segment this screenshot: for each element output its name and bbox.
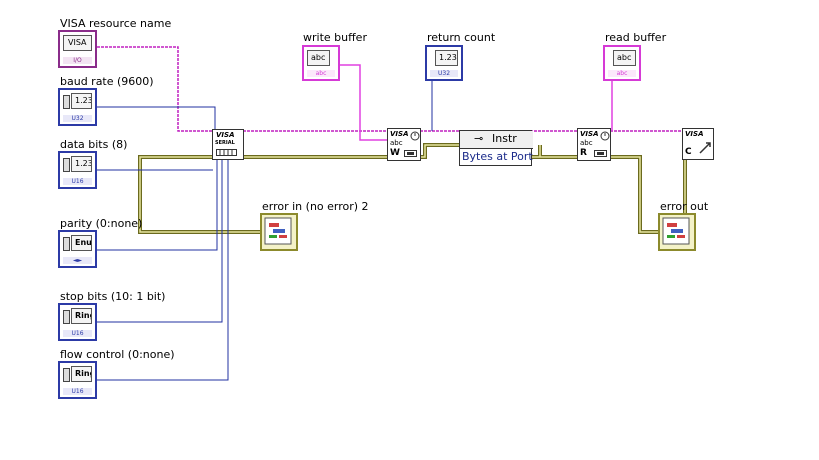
error-cluster-icon [662,217,690,245]
visa-close-node[interactable]: VISA C [682,128,714,160]
return-count-type: U32 [430,70,458,77]
data-bits-value: 1.23 [71,156,92,172]
parity-value: Enum [71,235,92,251]
data-bits-control[interactable]: 1.23 U16 [58,151,97,189]
visa-resource-type: I/O [63,57,92,64]
serial-port-icon [216,149,237,156]
port-icon [594,150,607,157]
write-buffer-value: abc [307,50,330,66]
visa-resource-wire [97,46,683,132]
bytes-at-port-property[interactable]: Bytes at Port [462,150,533,163]
error-in-label: error in (no error) 2 [262,200,369,213]
stop-bits-type: U16 [63,330,92,337]
read-buffer-type: abc [608,70,636,77]
numeric-wires [97,77,433,381]
stop-bits-label: stop bits (10: 1 bit) [60,290,166,303]
write-node-abc: abc [390,139,403,147]
flow-control-spinner[interactable] [63,368,70,382]
parity-type: ◄► [63,257,92,264]
read-buffer-value: abc [613,50,636,66]
write-buffer-label: write buffer [303,31,367,44]
property-node-header: ⊸ Instr [460,131,533,149]
data-bits-spinner[interactable] [63,158,70,172]
instr-property-node[interactable]: ⊸ Instr Bytes at Port [459,130,533,166]
flow-control-type: U16 [63,388,92,395]
close-node-title: VISA [685,130,704,138]
string-wires [338,64,613,141]
write-node-title: VISA [390,130,409,138]
key-icon: ⊸ [474,132,484,145]
property-node-class: Instr [492,132,517,145]
baud-rate-spinner[interactable] [63,95,70,109]
read-node-title: VISA [580,130,599,138]
visa-configure-serial-node[interactable]: VISA SERIAL [212,129,244,160]
baud-rate-value: 1.23 [71,93,92,109]
flow-control-label: flow control (0:none) [60,348,175,361]
visa-write-node[interactable]: VISA abc W [387,128,421,161]
visa-resource-control[interactable]: VISA I/O [58,30,97,68]
parity-control[interactable]: Enum ◄► [58,230,97,268]
serial-node-subtitle: SERIAL [215,140,235,146]
stop-bits-control[interactable]: Ring U16 [58,303,97,341]
write-node-letter: W [390,148,400,158]
return-count-indicator: 1.23 U32 [425,45,463,81]
serial-node-title: VISA [216,131,235,139]
flow-control-control[interactable]: Ring U16 [58,361,97,399]
read-buffer-label: read buffer [605,31,667,44]
read-node-abc: abc [580,139,593,147]
visa-read-node[interactable]: VISA abc R [577,128,611,161]
return-count-value: 1.23 [435,50,458,66]
clock-icon [410,131,420,141]
baud-rate-label: baud rate (9600) [60,75,154,88]
read-node-letter: R [580,148,587,158]
clock-icon [600,131,610,141]
data-bits-type: U16 [63,178,92,185]
visa-resource-value: VISA [63,35,92,51]
baud-rate-control[interactable]: 1.23 U32 [58,88,97,126]
error-out-indicator [658,213,696,251]
flow-control-value: Ring [71,366,92,382]
error-in-control[interactable] [260,213,298,251]
data-bits-label: data bits (8) [60,138,128,151]
close-node-letter: C [685,147,692,157]
visa-resource-label: VISA resource name [60,17,172,30]
write-buffer-control[interactable]: abc abc [302,45,340,81]
close-session-icon [699,142,711,154]
read-buffer-indicator: abc abc [603,45,641,81]
write-buffer-type: abc [307,70,335,77]
return-count-label: return count [427,31,496,44]
error-out-label: error out [660,200,709,213]
error-wire [138,143,687,234]
baud-rate-type: U32 [63,115,92,122]
error-cluster-icon [264,217,292,245]
parity-spinner[interactable] [63,237,70,251]
parity-label: parity (0:none) [60,217,143,230]
stop-bits-value: Ring [71,308,92,324]
stop-bits-spinner[interactable] [63,310,70,324]
port-icon [404,150,417,157]
